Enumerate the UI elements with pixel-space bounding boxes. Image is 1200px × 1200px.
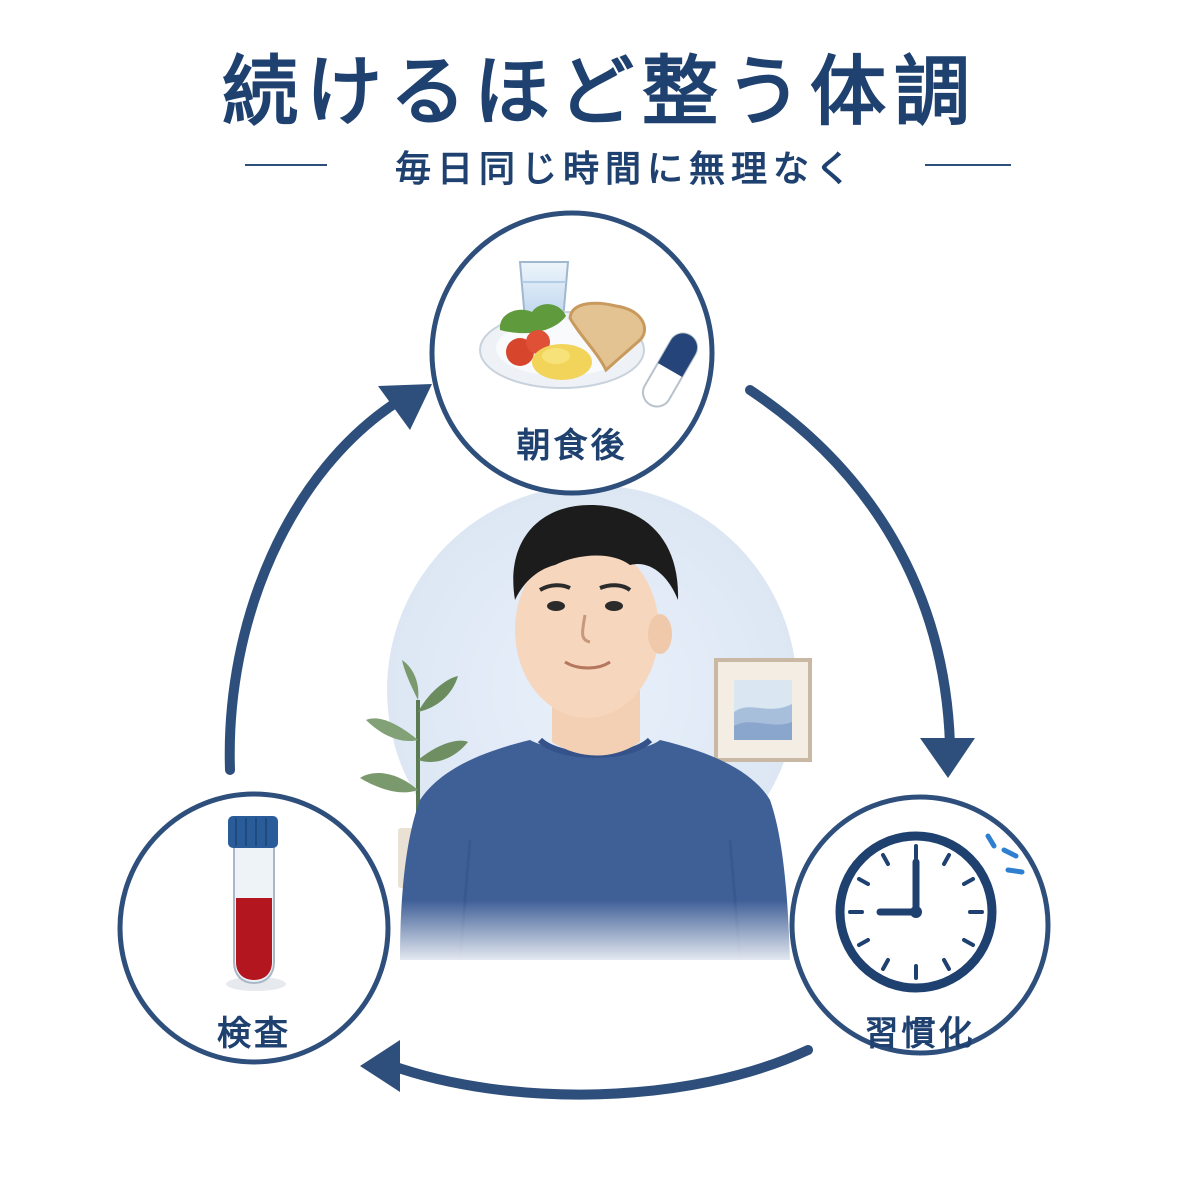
step-breakfast	[429, 210, 715, 496]
subtitle-divider-right	[925, 164, 1011, 166]
subtitle-divider-left	[245, 164, 327, 166]
arrowhead-test	[360, 1040, 400, 1092]
step-label-test: 検査	[217, 1014, 291, 1054]
page-title: 続けるほど整う体調	[222, 47, 978, 136]
clock-icon	[835, 831, 1025, 993]
arrowhead-habit	[920, 738, 975, 778]
step-habit	[789, 794, 1051, 1056]
arrow-to-habit	[745, 385, 955, 750]
step-label-habit: 習慣化	[864, 1014, 976, 1054]
page-subtitle: 毎日同じ時間に無理なく	[394, 149, 857, 190]
arrow-to-breakfast	[224, 395, 405, 775]
wall-picture-icon	[714, 658, 812, 762]
step-label-breakfast: 朝食後	[516, 426, 628, 466]
step-test	[117, 791, 391, 1065]
arrow-to-test	[385, 1045, 813, 1100]
alarm-sparkle-icon	[985, 833, 1025, 875]
man-face	[513, 505, 679, 718]
cycle-arrows	[224, 385, 955, 1100]
arrowhead-breakfast	[378, 384, 432, 430]
breakfast-with-capsule-icon	[479, 261, 698, 408]
arrowheads	[360, 384, 975, 1092]
blood-test-tube-icon	[226, 816, 286, 991]
center-illustration	[360, 485, 812, 970]
subtitle-row: 毎日同じ時間に無理なく	[0, 140, 1200, 190]
